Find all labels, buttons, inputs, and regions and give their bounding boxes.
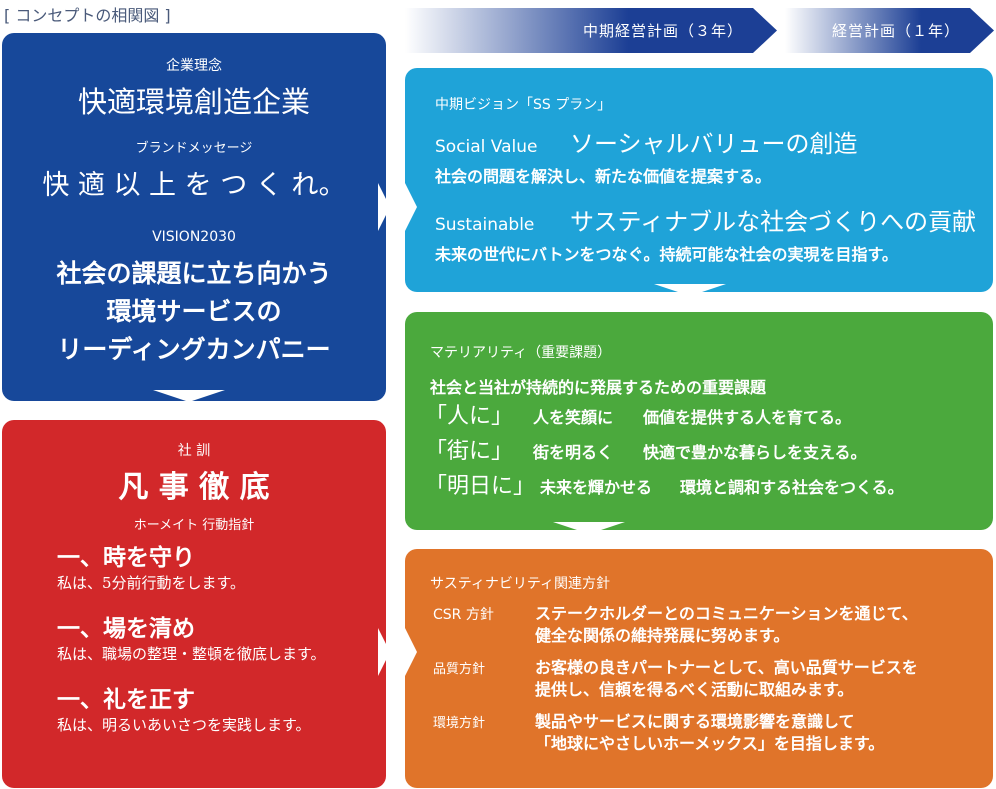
vision-item-jp: サスティナブルな社会づくりへの貢献 <box>570 208 977 236</box>
vision-line: リーディングカンパニー <box>57 335 331 364</box>
arrow-right-icon <box>378 183 390 231</box>
diagram-title: [ コンセプトの相関図 ] <box>4 6 171 25</box>
guideline-desc: 私は、職場の整理・整頓を徹底します。 <box>57 645 326 663</box>
materiality-item: 「街に」街を明るく 快適で豊かな暮らしを支える。 <box>425 435 904 470</box>
policy-line: お客様の良きパートナーとして、高い品質サービスを <box>535 658 918 677</box>
materiality-theme: 人を笑顔に <box>533 408 614 427</box>
mid-term-plan-label: 中期経営計画（３年） <box>582 22 743 40</box>
materiality-item: 「人に」人を笑顔に 価値を提供する人を育てる。 <box>425 400 904 435</box>
arrow-down-icon <box>553 522 625 534</box>
brand-message-label: ブランドメッセージ <box>135 141 253 156</box>
vision-item-en: Social Value <box>435 137 538 157</box>
materiality-desc: 環境と調和する社会をつくる。 <box>680 478 904 497</box>
sustainability-label: サスティナビリティ関連方針 <box>430 576 611 592</box>
guideline-desc: 私は、明るいあいさつを実践します。 <box>57 716 311 734</box>
vision-item-desc: 社会の問題を解決し、新たな価値を提案する。 <box>435 167 772 186</box>
mid-term-plan-arrow: 中期経営計画（３年） <box>405 8 777 53</box>
materiality-lead: 社会と当社が持続的に発展するための重要課題 <box>430 378 767 397</box>
vision-line: 社会の課題に立ち向かう <box>56 259 332 288</box>
policy-item: 環境方針 製品やサービスに関する環境影響を意識して「地球にやさしいホーメックス」を… <box>433 711 918 755</box>
materiality-key: 「人に」 <box>425 404 514 429</box>
policy-line: 製品やサービスに関する環境影響を意識して <box>535 712 855 731</box>
vision2030-text: 社会の課題に立ち向かう 環境サービスの リーディングカンパニー <box>2 255 386 369</box>
motto-text: 凡 事 徹 底 <box>118 470 270 505</box>
guideline-label: ホーメイト 行動指針 <box>133 518 255 533</box>
vision-item: Social Value ソーシャルバリューの創造 社会の問題を解決し、新たな価値… <box>435 124 858 187</box>
policy-key: 環境方針 <box>433 716 486 731</box>
annual-plan-arrow: 経営計画（１年） <box>785 8 994 53</box>
materiality-key: 「街に」 <box>425 439 514 464</box>
guideline-list: 一、時を守り 私は、5分前行動をします。 一、場を清め 私は、職場の整理・整頓を… <box>57 538 326 735</box>
vision-box: 中期ビジョン「SS プラン」 Social Value ソーシャルバリューの創造 … <box>405 68 993 292</box>
philosophy-label: 企業理念 <box>166 58 222 74</box>
brand-message-text: 快 適 以 上 を つ く れ。 <box>42 170 346 201</box>
arrow-down-icon <box>654 284 726 296</box>
motto-box: 社 訓 凡 事 徹 底 ホーメイト 行動指針 一、時を守り 私は、5分前行動をし… <box>2 420 386 788</box>
policy-key: CSR 方針 <box>433 607 494 623</box>
policy-line: 提供し、信頼を得るべく活動に取組みます。 <box>535 680 854 699</box>
materiality-item: 「明日に」未来を輝かせる 環境と調和する社会をつくる。 <box>425 470 904 505</box>
guideline-head: 一、時を守り <box>57 544 195 571</box>
materiality-theme: 街を明るく <box>533 443 614 462</box>
guideline-desc: 私は、5分前行動をします。 <box>57 574 246 592</box>
materiality-key: 「明日に」 <box>425 474 536 499</box>
policy-item: 品質方針 お客様の良きパートナーとして、高い品質サービスを提供し、信頼を得るべく活… <box>433 657 918 701</box>
arrow-down-icon <box>153 390 225 402</box>
annual-plan-label: 経営計画（１年） <box>831 22 960 40</box>
policy-line: 健全な関係の維持発展に努めます。 <box>535 626 790 645</box>
guideline-head: 一、場を清め <box>57 615 195 642</box>
materiality-desc: 快適で豊かな暮らしを支える。 <box>643 443 867 462</box>
policy-line: 「地球にやさしいホーメックス」を目指します。 <box>535 734 885 753</box>
arrow-right-icon <box>405 183 417 231</box>
vision-item: Sustainable サスティナブルな社会づくりへの貢献 未来の世代にバトンをつ… <box>435 202 976 265</box>
materiality-theme: 未来を輝かせる <box>540 478 653 497</box>
vision-item-jp: ソーシャルバリューの創造 <box>570 130 858 158</box>
arrow-right-icon <box>378 628 390 676</box>
vision-item-en: Sustainable <box>435 215 535 235</box>
philosophy-text: 快適環境創造企業 <box>77 85 310 119</box>
policy-key: 品質方針 <box>433 662 486 677</box>
guideline-head: 一、礼を正す <box>57 686 195 713</box>
arrow-right-icon <box>405 628 417 676</box>
sustainability-box: サスティナビリティ関連方針 CSR 方針 ステークホルダーとのコミュニケーションを… <box>405 549 993 788</box>
materiality-box: マテリアリティ（重要課題） 社会と当社が持続的に発展するための重要課題 「人に」… <box>405 312 993 530</box>
philosophy-box: 企業理念 快適環境創造企業 ブランドメッセージ 快 適 以 上 を つ く れ。… <box>2 33 386 401</box>
vision-item-desc: 未来の世代にバトンをつなぐ。持続可能な社会の実現を目指す。 <box>435 245 898 264</box>
motto-label: 社 訓 <box>177 443 211 459</box>
policy-list: CSR 方針 ステークホルダーとのコミュニケーションを通じて、健全な関係の維持発展… <box>433 603 918 755</box>
policy-item: CSR 方針 ステークホルダーとのコミュニケーションを通じて、健全な関係の維持発展… <box>433 603 918 647</box>
vision-line: 環境サービスの <box>106 297 282 326</box>
materiality-label: マテリアリティ（重要課題） <box>430 345 612 361</box>
materiality-list: 「人に」人を笑顔に 価値を提供する人を育てる。 「街に」街を明るく 快適で豊かな暮ら… <box>425 400 904 505</box>
vision-label: 中期ビジョン「SS プラン」 <box>435 97 612 113</box>
policy-line: ステークホルダーとのコミュニケーションを通じて、 <box>535 604 918 623</box>
vision2030-label: VISION2030 <box>152 229 236 245</box>
materiality-desc: 価値を提供する人を育てる。 <box>643 408 852 427</box>
